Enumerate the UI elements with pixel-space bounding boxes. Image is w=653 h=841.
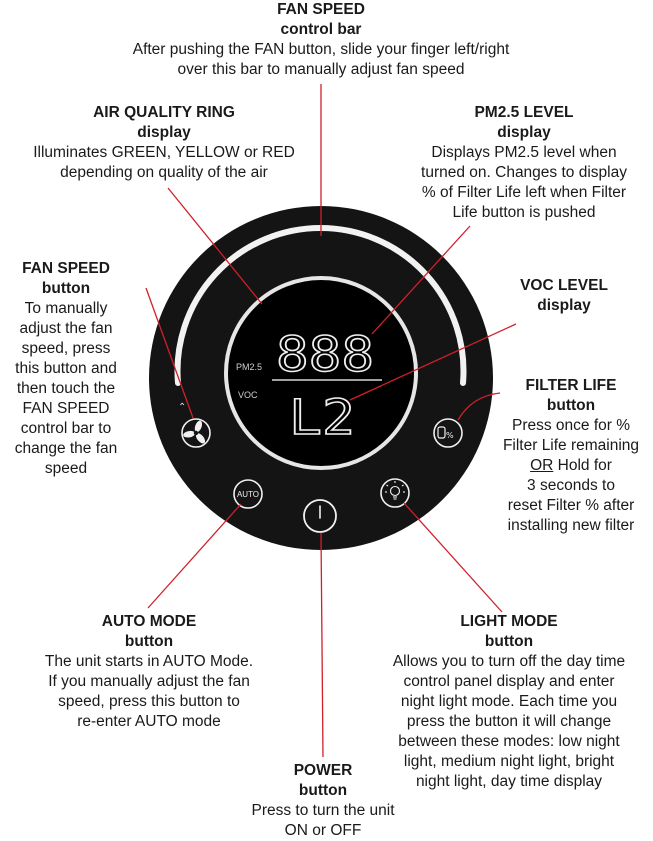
svg-text:%: %	[446, 431, 454, 440]
callout-fan-speed-bar: FAN SPEED control bar After pushing the …	[90, 0, 552, 80]
callout-fan-speed-button: FAN SPEED button To manually adjust the …	[0, 259, 132, 479]
power-button[interactable]	[303, 499, 337, 533]
fan-speed-indicator-icon: ⌃	[178, 402, 186, 413]
callout-description: To manually adjust the fan speed, press …	[14, 300, 118, 477]
callout-subtitle: button	[41, 280, 91, 297]
air-quality-ring	[224, 276, 418, 470]
callout-title: POWER	[293, 762, 353, 779]
leader-fan-button	[145, 287, 194, 419]
filter-life-button[interactable]: %	[433, 418, 463, 448]
callout-pm25-level: PM2.5 LEVEL display Displays PM2.5 level…	[398, 103, 650, 223]
callout-subtitle: display	[537, 297, 591, 314]
callout-description: Allows you to turn off the day time cont…	[392, 653, 626, 790]
leader-voc	[349, 323, 517, 401]
callout-subtitle: button	[298, 782, 348, 799]
auto-mode-button[interactable]: AUTO	[233, 479, 263, 509]
leader-pm25	[371, 225, 471, 335]
callout-voc-level: VOC LEVEL display	[508, 276, 620, 316]
callout-or-text: OR	[530, 457, 554, 474]
leader-air-ring	[167, 187, 263, 305]
callout-subtitle: button	[484, 633, 534, 650]
leader-light	[403, 502, 503, 613]
callout-title: FILTER LIFE	[525, 377, 617, 394]
callout-auto-mode: AUTO MODE button The unit starts in AUTO…	[28, 612, 270, 732]
leader-lines	[145, 84, 517, 758]
callout-description-part2: Hold for 3 seconds to reset Filter % aft…	[507, 457, 635, 534]
callout-filter-life: FILTER LIFE button Press once for % Filt…	[490, 376, 652, 536]
callout-title: VOC LEVEL	[520, 277, 608, 294]
callout-description: After pushing the FAN button, slide your…	[132, 41, 510, 78]
callout-description: Illuminates GREEN, YELLOW or RED dependi…	[33, 144, 295, 181]
callout-description-part1: Press once for % Filter Life remaining	[502, 417, 640, 454]
callout-title: PM2.5 LEVEL	[474, 104, 574, 121]
fan-speed-button[interactable]: ⌃	[178, 402, 211, 448]
callout-air-quality-ring: AIR QUALITY RING display Illuminates GRE…	[18, 103, 310, 183]
callout-subtitle: display	[497, 124, 551, 141]
leader-filter-life	[457, 392, 501, 421]
callout-title: FAN SPEED	[277, 1, 365, 18]
voc-level-display: L2	[289, 390, 355, 446]
callout-title: LIGHT MODE	[460, 613, 558, 630]
auto-button-label: AUTO	[237, 490, 259, 499]
callout-title: FAN SPEED	[22, 260, 110, 277]
callout-description: The unit starts in AUTO Mode. If you man…	[44, 653, 254, 730]
callout-subtitle: control bar	[280, 21, 362, 38]
pm25-level-display: 888	[276, 327, 374, 383]
lightbulb-icon	[385, 481, 405, 500]
voc-label: VOC	[238, 390, 258, 400]
callout-subtitle: button	[124, 633, 174, 650]
callout-subtitle: display	[137, 124, 191, 141]
light-mode-button[interactable]	[380, 478, 410, 508]
pm25-label: PM2.5	[236, 362, 262, 372]
callout-title: AIR QUALITY RING	[93, 104, 235, 121]
callout-light-mode: LIGHT MODE button Allows you to turn off…	[366, 612, 652, 792]
callout-description: Displays PM2.5 level when turned on. Cha…	[421, 144, 627, 221]
filter-percent-icon: %	[437, 426, 454, 440]
callout-description: Press to turn the unit ON or OFF	[251, 802, 395, 839]
leader-power	[320, 532, 324, 758]
leader-auto	[147, 503, 242, 609]
callout-subtitle: button	[546, 397, 596, 414]
callout-power: POWER button Press to turn the unit ON o…	[213, 761, 433, 841]
fan-icon	[183, 420, 206, 444]
callout-title: AUTO MODE	[101, 613, 197, 630]
